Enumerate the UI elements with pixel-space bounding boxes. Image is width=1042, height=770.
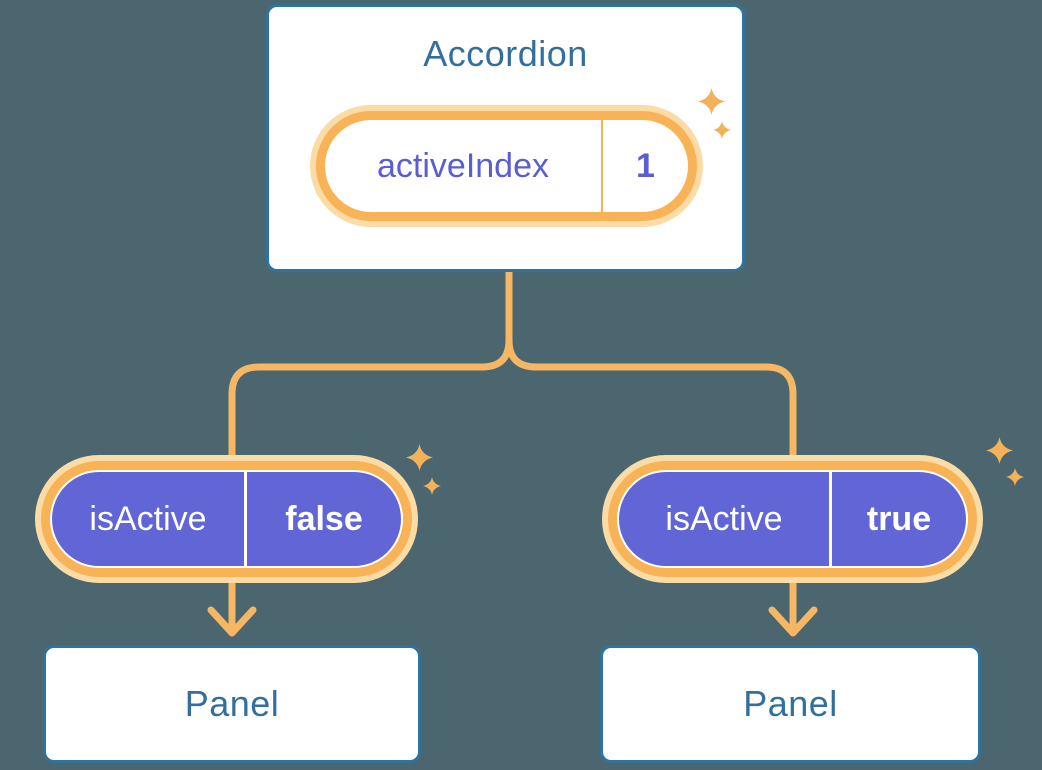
prop-value-label: false (285, 499, 363, 538)
connector-branch-right (505, 266, 797, 633)
prop-pill-isactive-true: isActive true (602, 455, 983, 583)
panel-card-left: Panel (43, 645, 421, 763)
state-name-label: activeIndex (377, 146, 549, 185)
arrow-down-icon (768, 606, 818, 637)
prop-name-label: isActive (89, 499, 207, 538)
prop-pill-isactive-false: isActive false (35, 455, 418, 583)
accordion-title: Accordion (423, 33, 588, 74)
sparkle-icon (713, 121, 731, 139)
panel-label: Panel (743, 683, 838, 724)
state-value-label: 1 (636, 146, 655, 185)
prop-pill-ring: isActive true (608, 461, 977, 577)
state-pill-ring: activeIndex 1 (316, 111, 697, 221)
pill-divider (829, 472, 832, 566)
pill-divider (601, 120, 603, 212)
panel-label: Panel (184, 683, 280, 724)
prop-pill-ring: isActive false (41, 461, 412, 577)
sparkle-icon (1006, 468, 1024, 486)
panel-card-right: Panel (600, 645, 981, 763)
arrow-down-icon (207, 606, 257, 637)
sparkle-icon (423, 477, 441, 495)
sparkle-icon (986, 437, 1013, 464)
prop-value-label: true (866, 499, 932, 538)
state-pill-activeindex: activeIndex 1 (310, 105, 703, 227)
pill-divider (244, 472, 247, 566)
prop-name-label: isActive (665, 499, 783, 538)
sparkle-icon (698, 88, 725, 115)
sparkle-icon (406, 444, 433, 471)
